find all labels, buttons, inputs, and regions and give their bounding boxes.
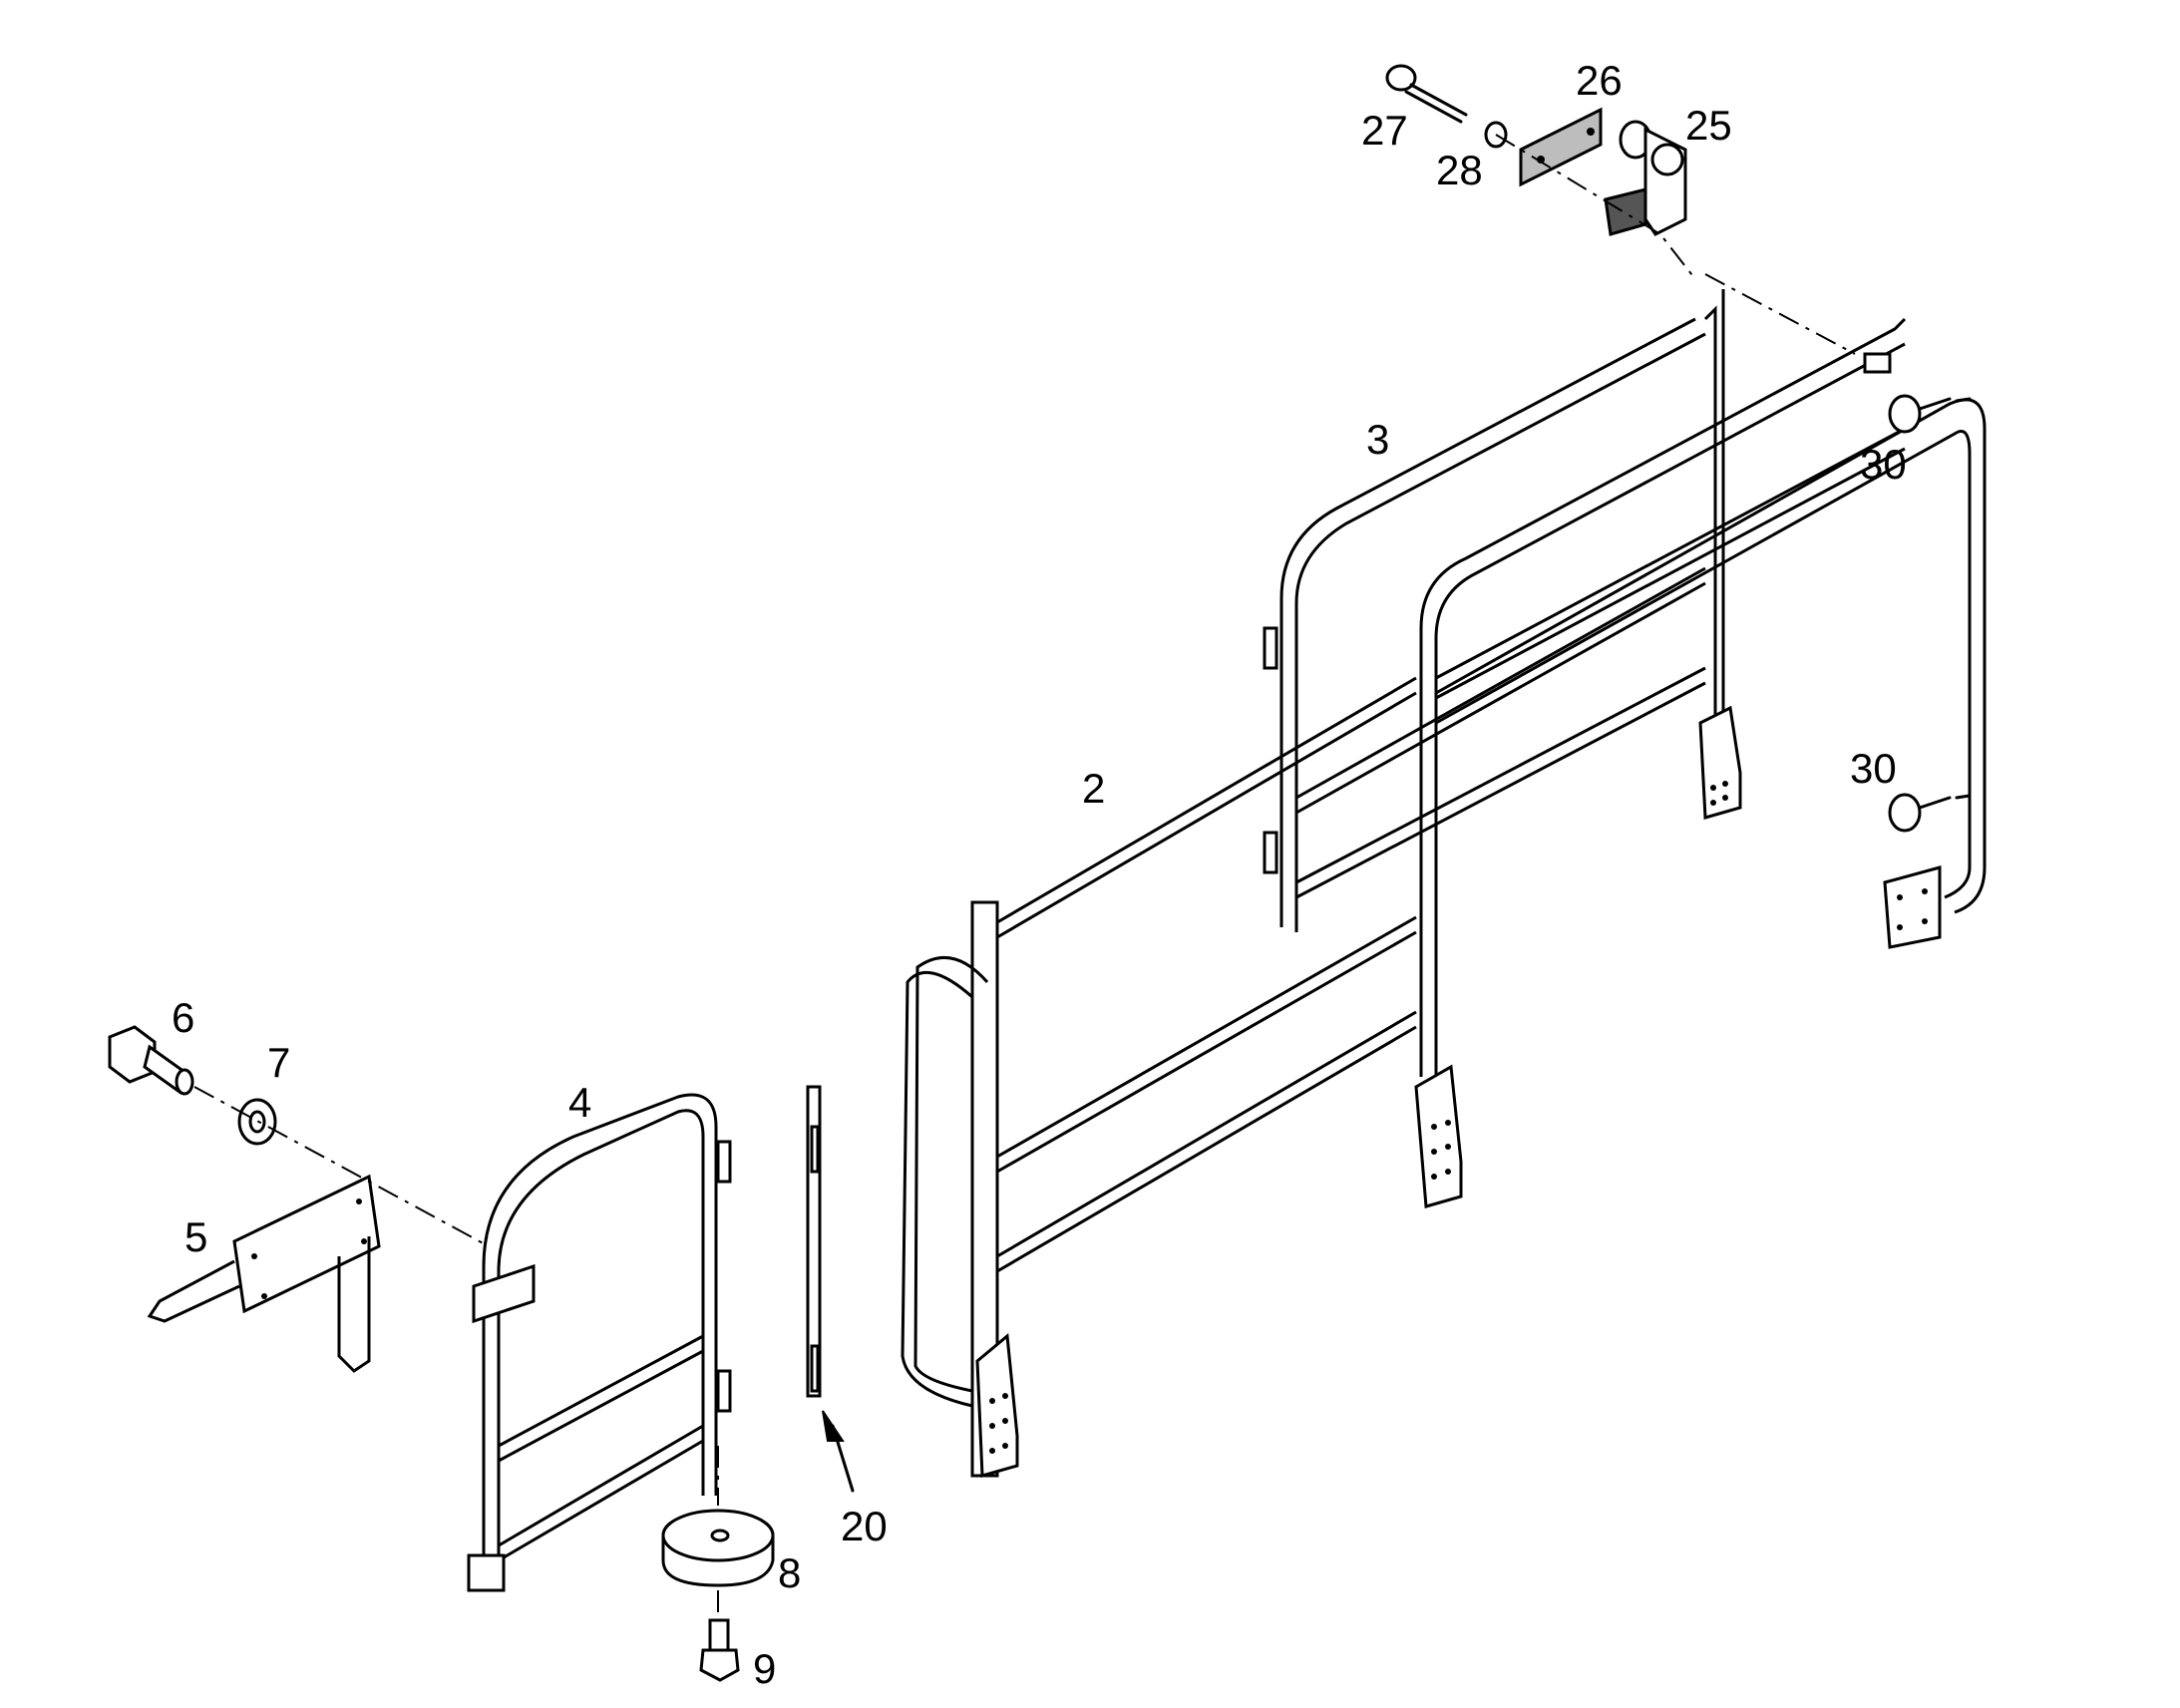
- part-9-screw: [699, 1618, 740, 1682]
- callout-27: 27: [1361, 107, 1408, 154]
- callout-30-lower: 30: [1850, 745, 1897, 792]
- leader-lines: [193, 134, 1972, 1620]
- callout-26: 26: [1576, 57, 1623, 104]
- callout-5: 5: [184, 1213, 207, 1260]
- callout-9: 9: [753, 1645, 776, 1692]
- callout-25: 25: [1685, 102, 1732, 149]
- callout-3: 3: [1366, 416, 1389, 463]
- part-2-front-railing: [901, 317, 1987, 1478]
- callout-2: 2: [1082, 765, 1105, 812]
- part-30-knob-upper: [1888, 394, 1952, 434]
- callout-20: 20: [841, 1503, 888, 1549]
- part-2-foot-plate-right: [1883, 865, 1942, 949]
- part-6-bolt: [108, 1025, 194, 1096]
- callout-28: 28: [1436, 147, 1483, 193]
- callout-7: 7: [267, 1039, 290, 1086]
- part-5-bracket: [147, 1174, 381, 1373]
- part-25-hinge-block: [1604, 120, 1687, 236]
- callout-4: 4: [568, 1079, 591, 1126]
- part-2-foot-plate-middle: [1414, 1064, 1463, 1208]
- part-27-bolt: [1385, 64, 1468, 124]
- callout-30-upper: 30: [1860, 441, 1907, 488]
- part-3-rear-railing: [1263, 289, 1742, 932]
- part-2-foot-plate-left: [975, 1333, 1019, 1478]
- part-20-arrow: [822, 1410, 855, 1493]
- callout-6: 6: [172, 994, 194, 1041]
- part-3-foot-plate: [1698, 705, 1742, 820]
- part-8-foot-disc: [661, 1509, 775, 1587]
- part-20-rod: [806, 1085, 822, 1398]
- part-30-knob-lower: [1888, 793, 1952, 833]
- callout-8: 8: [778, 1549, 801, 1596]
- part-4-gate: [467, 1093, 732, 1592]
